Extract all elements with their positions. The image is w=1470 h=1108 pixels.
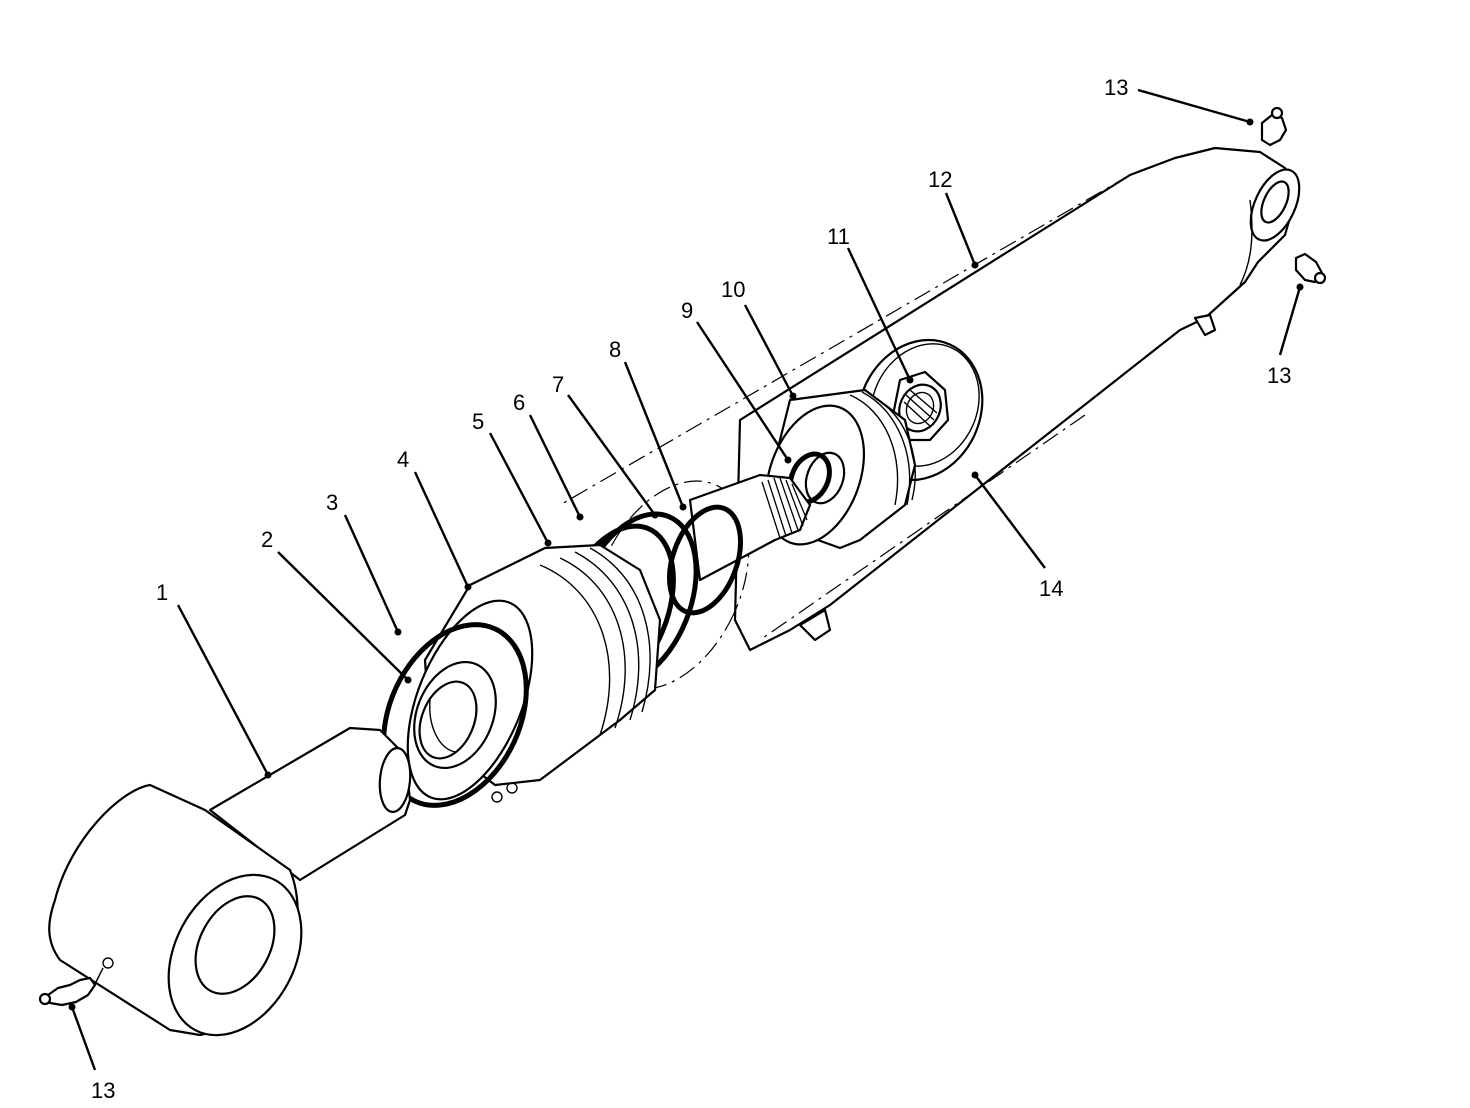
callout-12: 12 [928, 167, 952, 192]
callout-11: 11 [827, 224, 850, 249]
rod-threads [761, 477, 808, 539]
piston-rod [48, 726, 412, 1037]
callout-13-bottom: 13 [91, 1078, 115, 1103]
callout-13-right: 13 [1267, 363, 1291, 388]
callout-6: 6 [513, 390, 525, 415]
callout-10: 10 [721, 277, 745, 302]
callout-5: 5 [472, 409, 484, 434]
callout-labels: 1 2 3 4 5 6 7 8 9 10 11 12 13 13 13 14 [91, 75, 1291, 1103]
gland [406, 543, 662, 801]
callout-3: 3 [326, 490, 338, 515]
callout-2: 2 [261, 527, 273, 552]
bushing [413, 660, 497, 770]
leader-lines [68, 88, 1304, 1071]
callout-7: 7 [552, 372, 564, 397]
wiper-ring [667, 504, 743, 616]
callout-13-top: 13 [1104, 75, 1128, 100]
grease-fitting-bottom [38, 967, 104, 1007]
callout-1: 1 [156, 580, 168, 605]
grease-fitting-top [1260, 106, 1288, 147]
callout-14: 14 [1039, 576, 1063, 601]
grease-fitting-right [1294, 252, 1327, 285]
callout-8: 8 [609, 337, 621, 362]
retaining-ring [381, 622, 529, 808]
callout-9: 9 [681, 298, 693, 323]
callout-4: 4 [397, 447, 409, 472]
piston-rod-end [688, 473, 812, 582]
